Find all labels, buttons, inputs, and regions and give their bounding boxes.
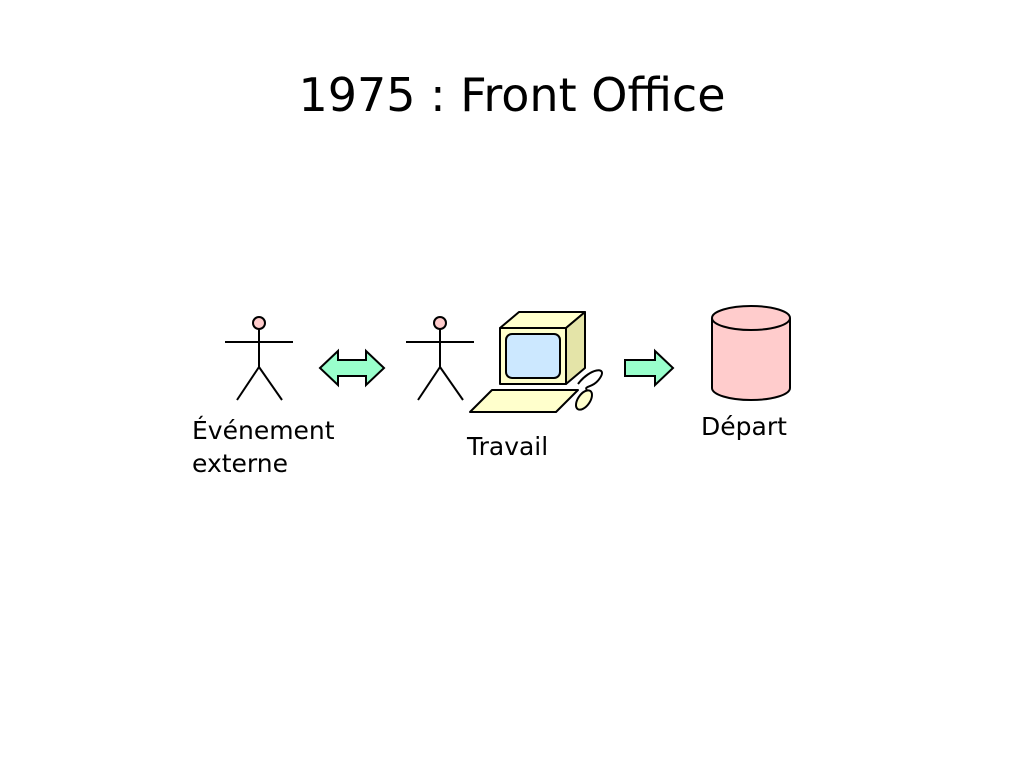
- screen: [505, 333, 561, 379]
- external-event-label-line-1: Événement: [192, 416, 335, 445]
- keyboard: [469, 389, 579, 413]
- external-event-label-line-2: externe: [192, 449, 288, 478]
- computer-workstation-icon: [469, 311, 603, 413]
- slide-title: 1975 : Front Office: [298, 68, 726, 122]
- departure-label: Départ: [701, 412, 787, 441]
- work-label: Travail: [467, 432, 549, 461]
- double-arrow-icon: [318, 348, 386, 388]
- figure-head: [433, 316, 447, 330]
- figure-head: [252, 316, 266, 330]
- external-event-figure-icon: [225, 316, 293, 401]
- worker-figure-icon: [406, 316, 474, 401]
- database-cylinder-icon: [711, 305, 791, 401]
- right-arrow-icon: [624, 348, 675, 388]
- external-event-label: Événement externe: [192, 414, 335, 480]
- mouse: [575, 389, 593, 411]
